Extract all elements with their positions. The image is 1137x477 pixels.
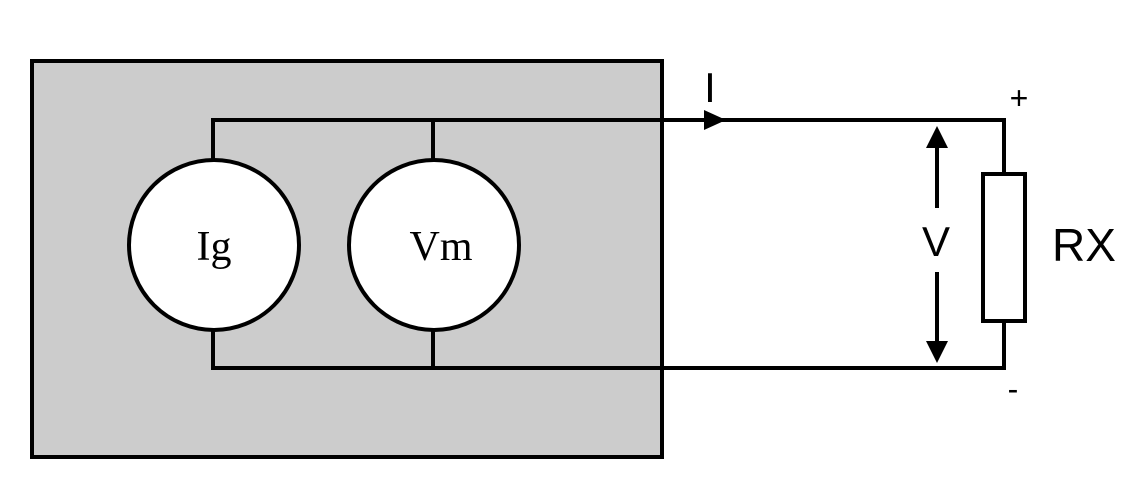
voltage-arrow-down-icon (926, 341, 948, 363)
current-source-label: Ig (197, 224, 232, 270)
current-label: I (704, 64, 716, 111)
voltage-arrow-up-icon (926, 126, 948, 148)
resistor-label: RX (1052, 219, 1116, 271)
current-arrow-icon (704, 110, 726, 130)
current-source-circle (127, 158, 301, 332)
voltmeter-circle (347, 158, 521, 332)
plus-terminal-label: + (1010, 80, 1029, 116)
minus-terminal-label: - (1008, 371, 1019, 407)
voltage-label: V (922, 218, 950, 265)
voltmeter-label: Vm (410, 224, 473, 270)
resistor-body (981, 172, 1027, 323)
